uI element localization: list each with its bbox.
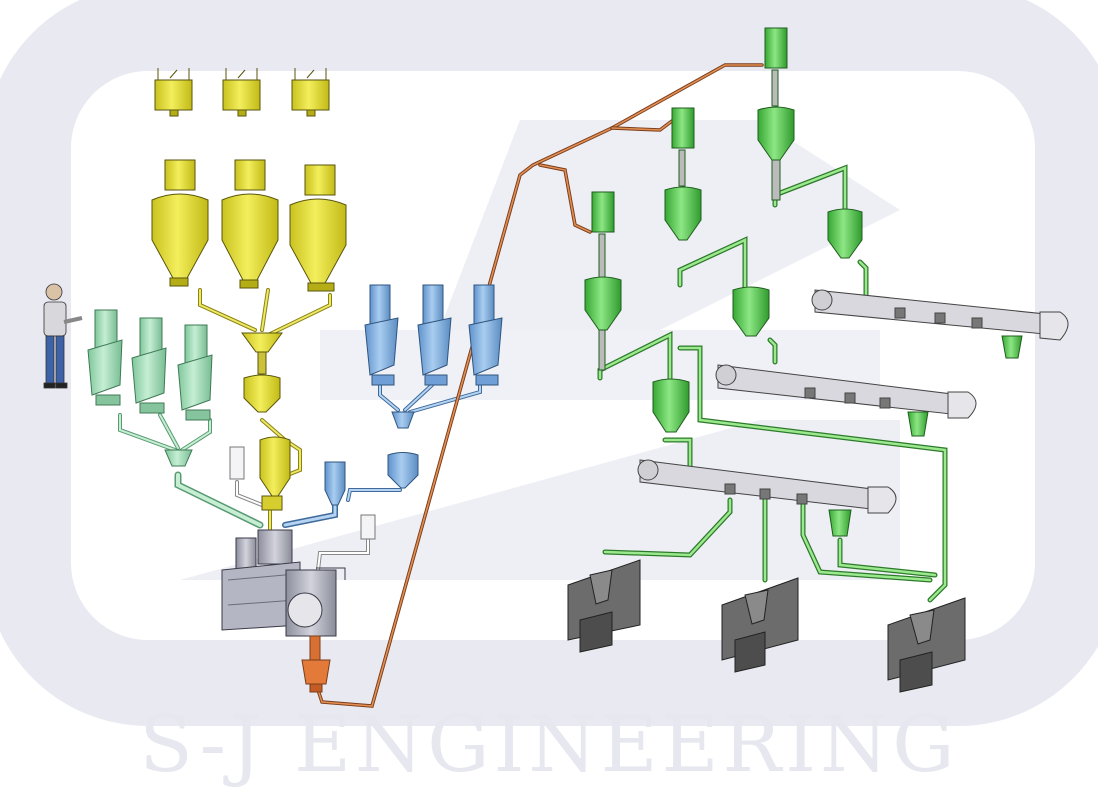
conveyor-middle xyxy=(715,364,977,419)
green-receiver-2 xyxy=(664,107,702,241)
mint-hopper-1 xyxy=(87,309,123,406)
small-white-loaders xyxy=(229,446,376,540)
pipelines xyxy=(118,63,948,708)
green-receiver-top xyxy=(757,27,795,201)
yellow-silo-1 xyxy=(151,159,209,287)
human-figure xyxy=(43,283,83,389)
conveyor-top xyxy=(811,289,1069,341)
yellow-silos xyxy=(151,159,347,292)
yellow-silo-3 xyxy=(289,164,347,292)
extruder-2 xyxy=(721,577,799,673)
conveyors xyxy=(637,289,1069,514)
green-hopper-b xyxy=(732,286,770,337)
extruders xyxy=(567,559,966,693)
yellow-weigh-hoppers xyxy=(241,332,291,511)
orange-discharge-valve xyxy=(301,635,331,693)
mixer-unit xyxy=(221,529,346,637)
mint-hoppers xyxy=(87,309,213,467)
big-bag-1 xyxy=(154,68,193,117)
green-receiver-3 xyxy=(584,191,622,371)
conveyor-bottom xyxy=(637,459,897,514)
green-hopper-c xyxy=(652,378,690,433)
blue-hopper-3 xyxy=(468,284,503,386)
yellow-silo-2 xyxy=(221,159,279,289)
blue-hoppers xyxy=(324,284,503,506)
big-bag-2 xyxy=(222,68,261,117)
company-watermark-text: S-J ENGINEERING xyxy=(139,700,959,790)
blue-hopper-1 xyxy=(364,284,399,386)
extruder-3 xyxy=(887,597,966,693)
mint-hopper-2 xyxy=(131,317,167,414)
green-hopper-a xyxy=(827,208,863,259)
big-bag-stations xyxy=(154,68,330,117)
mint-hopper-3 xyxy=(177,324,213,421)
blue-hopper-2 xyxy=(417,284,452,386)
green-vacuum-receivers xyxy=(584,27,1023,537)
big-bag-3 xyxy=(291,68,330,117)
extruder-1 xyxy=(567,559,641,653)
